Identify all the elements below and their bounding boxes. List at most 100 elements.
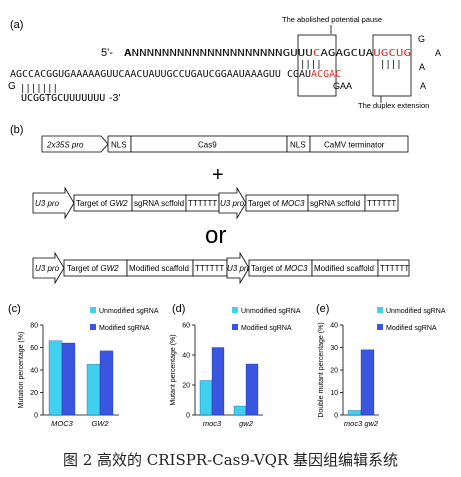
u3-promoter-4 <box>226 251 250 285</box>
nls-1-label: NLS <box>111 141 127 150</box>
panel-a-label: (a) <box>10 19 23 31</box>
x-tick-label: MOC3 <box>51 419 73 428</box>
promoter-35s <box>41 135 109 153</box>
legend: Unmodified sgRNA Modified sgRNA <box>90 307 159 332</box>
bar-GW2-unmodified <box>86 364 101 416</box>
x-tick-label: moc3 gw2 <box>344 419 379 428</box>
stem-bottom-sequence: UCGGTGCUUUUUUU <box>21 93 105 104</box>
y-axis-label: Mutation percentage (%) <box>18 332 25 409</box>
legend-swatch <box>90 324 96 330</box>
panel-b-label: (b) <box>10 124 23 136</box>
modified-scaffold-1-label: Modified scaffold <box>129 264 189 273</box>
y-tick-label: 0 <box>186 413 190 420</box>
bar-MOC3-unmodified <box>48 340 63 416</box>
sgrna-cassette-modified: U3 pro Target of GW2 Modified scaffold T… <box>32 251 410 285</box>
legend-label: Modified sgRNA <box>386 325 437 332</box>
sgrna-scaffold-1-label: sgRNA scffold <box>134 199 184 208</box>
terminator-t6-2 <box>364 194 399 212</box>
loop-letter-a-bottom: A <box>419 62 425 72</box>
bar-moc3-unmodified <box>199 380 213 416</box>
plus-sign: + <box>212 164 224 186</box>
legend: Unmodified sgRNA Modified sgRNA <box>232 307 301 332</box>
u3-pro-2-label: U3 pro <box>220 199 245 208</box>
legend-swatch <box>377 324 383 330</box>
bar-moc3-modified <box>211 347 225 416</box>
terminator-t6-4 <box>377 259 410 277</box>
y-axis-label: Double mutant percentage (%) <box>318 322 325 417</box>
legend-label: Unmodified sgRNA <box>99 308 159 315</box>
pause-box <box>297 34 337 97</box>
camv-terminator-label: CaMV terminator <box>324 141 385 150</box>
terminator-t6-4-label: TTTTTT <box>380 264 409 273</box>
y-tick-label: 20 <box>30 390 38 397</box>
cas9-label: Cas9 <box>198 141 217 150</box>
bar-gw2-unmodified <box>233 405 247 416</box>
legend-swatch <box>90 307 96 313</box>
y-tick-label: 40 <box>30 368 38 375</box>
target-gw2-label-2: Target of GW2 <box>67 264 119 273</box>
three-prime-label: -3' <box>109 92 120 104</box>
bar-gw2-modified <box>245 363 259 416</box>
five-prime-label: 5'- <box>101 47 113 59</box>
legend-swatch <box>232 324 238 330</box>
terminator-t6-1-label: TTTTTT <box>188 199 217 208</box>
nls-2-label: NLS <box>290 141 306 150</box>
y-tick-label: 20 <box>330 368 338 375</box>
legend-swatch <box>232 307 238 313</box>
y-axis-label: Mutant percentage (%) <box>170 334 177 405</box>
panel-label: (d) <box>172 303 185 315</box>
panel-label: (c) <box>8 303 21 315</box>
legend-label: Unmodified sgRNA <box>241 308 301 315</box>
figure-caption: 图 2 高效的 CRISPR-Cas9-VQR 基因组编辑系统 <box>62 451 399 469</box>
loop-letter-a: A <box>435 48 441 58</box>
duplex-pairing: |||| <box>380 60 402 70</box>
modified-scaffold-2-label: Modified scaffold <box>314 264 374 273</box>
terminator-t6-3-label: TTTTTT <box>195 264 224 273</box>
loop-letter-a2: A <box>420 81 426 91</box>
x-tick-label: gw2 <box>239 419 254 428</box>
y-tick-label: 80 <box>30 323 38 330</box>
y-tick-label: 60 <box>182 323 190 330</box>
stem-pairing: ||||||| <box>20 84 58 94</box>
y-tick-label: 0 <box>34 413 38 420</box>
duplex-box <box>372 34 412 97</box>
legend-swatch <box>377 307 383 313</box>
y-tick-label: 0 <box>334 413 338 420</box>
target-gw2-label: Target of GW2 <box>76 199 128 208</box>
u3-promoter-1 <box>32 186 75 220</box>
sgrna-scaffold-2-label: sgRNA scffold <box>310 199 360 208</box>
promoter-35s-label: 2x35S pro <box>46 141 84 150</box>
bar-moc3-gw2-unmodified <box>347 410 362 416</box>
y-tick-label: 40 <box>182 353 190 360</box>
pause-pairing: |||| <box>300 60 322 70</box>
target-moc3-label-2: Target of MOC3 <box>251 264 308 273</box>
camv-terminator <box>309 135 409 153</box>
duplex-note: The duplex extension <box>358 101 429 110</box>
legend-label: Modified sgRNA <box>241 325 292 332</box>
panel-label: (e) <box>316 303 329 315</box>
u3-pro-3-label: U3 pro <box>35 264 60 273</box>
terminator-t6-2-label: TTTTTT <box>367 199 396 208</box>
sequence-middle: AGCCACGGUGAAAAAGUUCAACUAUUGCCUGAUCGGAAUA… <box>10 69 341 80</box>
loop-gaa: GAA <box>333 81 352 91</box>
bar-MOC3-modified <box>61 342 76 416</box>
u3-promoter-3 <box>32 251 65 285</box>
y-tick-label: 30 <box>330 345 338 352</box>
loop-letter-g: G <box>418 34 425 44</box>
legend-label: Unmodified sgRNA <box>386 308 446 315</box>
pause-note: The abolished potential pause <box>282 15 382 24</box>
u3-promoter-2 <box>218 186 247 220</box>
sgrna-cassette-standard: U3 pro Target of GW2 sgRNA scffold TTTTT… <box>32 186 399 220</box>
y-tick-label: 10 <box>330 390 338 397</box>
cas9-cassette: 2x35S pro NLS Cas9 NLS CaMV terminator <box>41 135 409 153</box>
bar-GW2-modified <box>99 350 114 416</box>
target-moc3-label: Target of MOC3 <box>248 199 305 208</box>
y-tick-label: 60 <box>30 345 38 352</box>
legend-label: Modified sgRNA <box>99 325 150 332</box>
